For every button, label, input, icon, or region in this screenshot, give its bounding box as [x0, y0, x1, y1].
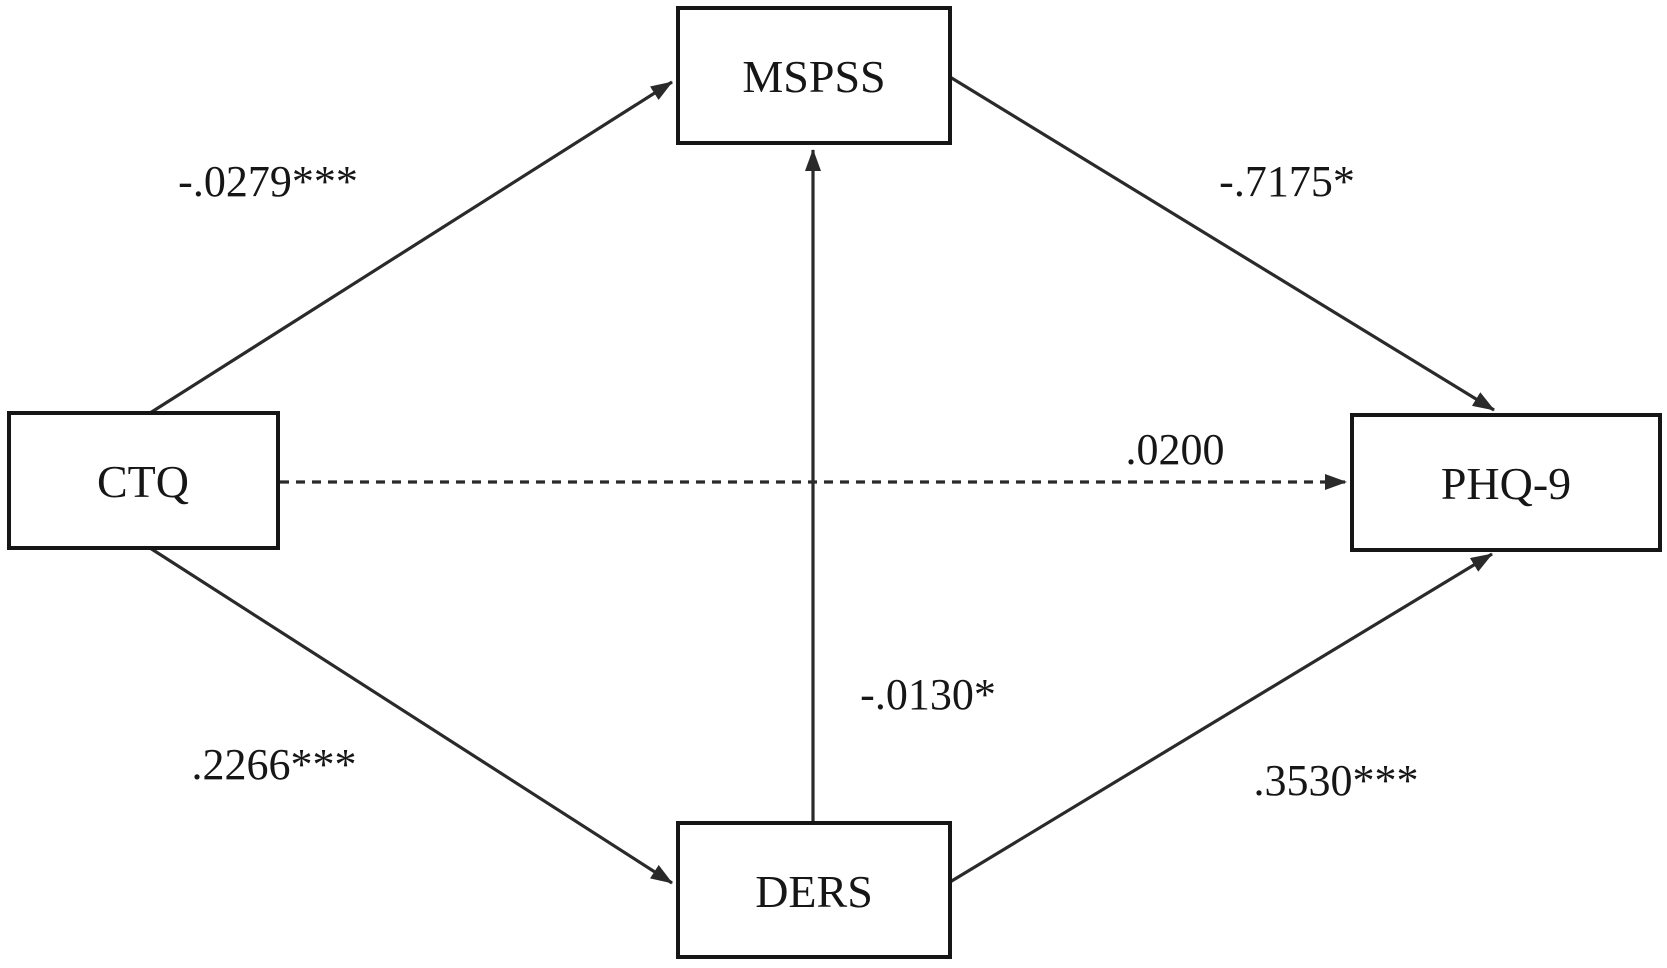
node-label-ders: DERS [755, 866, 873, 917]
arrow-ctq-to-mspss [149, 80, 673, 415]
node-box-phq9 [1350, 413, 1662, 552]
coefficient-ctq-ders: .2266*** [192, 740, 357, 789]
arrow-ctq-to-ders [149, 546, 673, 885]
arrow-mspss-to-phq9 [949, 75, 1495, 412]
coefficient-ctq-phq9-direct: .0200 [1126, 425, 1225, 474]
node-label-phq9: PHQ-9 [1441, 458, 1571, 509]
node-box-ders [676, 821, 952, 959]
coefficient-ders-mspss: -.0130* [860, 670, 996, 719]
node-label-mspss: MSPSS [742, 51, 885, 102]
node-box-mspss [676, 6, 952, 145]
coefficient-ctq-mspss: -.0279*** [178, 157, 358, 206]
node-box-ctq [7, 411, 280, 550]
arrow-ders-to-phq9 [949, 552, 1493, 884]
node-label-ctq: CTQ [97, 456, 189, 507]
coefficient-mspss-phq9: -.7175* [1219, 157, 1355, 206]
coefficient-ders-phq9: .3530*** [1254, 756, 1419, 805]
